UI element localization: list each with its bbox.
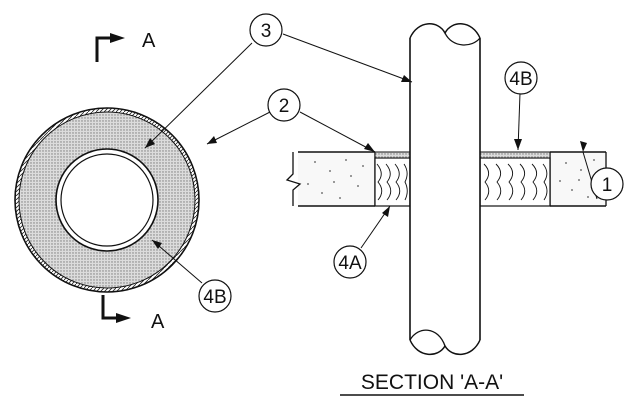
callout-2: 2 bbox=[267, 88, 301, 122]
section-mark-bottom-label: A bbox=[151, 311, 165, 333]
sealant-cap-right bbox=[479, 151, 551, 159]
mineral-wool-packing-left bbox=[374, 157, 411, 207]
section-mark-bottom: A bbox=[101, 295, 165, 333]
callout-4a-text: 4A bbox=[338, 253, 362, 274]
leader-arrowheads bbox=[145, 75, 587, 249]
section-title-text: SECTION 'A-A' bbox=[361, 371, 503, 394]
mineral-wool-packing-right bbox=[479, 157, 551, 207]
callout-4a: 4A bbox=[333, 245, 367, 279]
plan-view bbox=[14, 107, 200, 293]
sealant-cap-left bbox=[374, 151, 411, 159]
pipe-inner-wall bbox=[60, 153, 154, 247]
callout-4b-section-text: 4B bbox=[509, 69, 532, 90]
section-mark-top-label: A bbox=[142, 30, 156, 52]
callout-4b-plan: 4B bbox=[198, 279, 232, 313]
callout-2-text: 2 bbox=[279, 96, 290, 117]
callout-3: 3 bbox=[249, 13, 283, 47]
aggregate-specks-left bbox=[307, 159, 364, 199]
callout-4b-plan-text: 4B bbox=[203, 287, 226, 308]
vertical-pipe bbox=[409, 23, 481, 355]
section-mark-top: A bbox=[95, 30, 156, 62]
section-view bbox=[285, 23, 614, 355]
callout-1: 1 bbox=[590, 167, 624, 201]
concrete-slab-left bbox=[285, 151, 376, 207]
section-title: SECTION 'A-A' bbox=[340, 371, 524, 396]
callout-3-text: 3 bbox=[261, 21, 272, 42]
callout-1-text: 1 bbox=[602, 175, 613, 196]
callout-4b-section: 4B bbox=[504, 61, 538, 95]
